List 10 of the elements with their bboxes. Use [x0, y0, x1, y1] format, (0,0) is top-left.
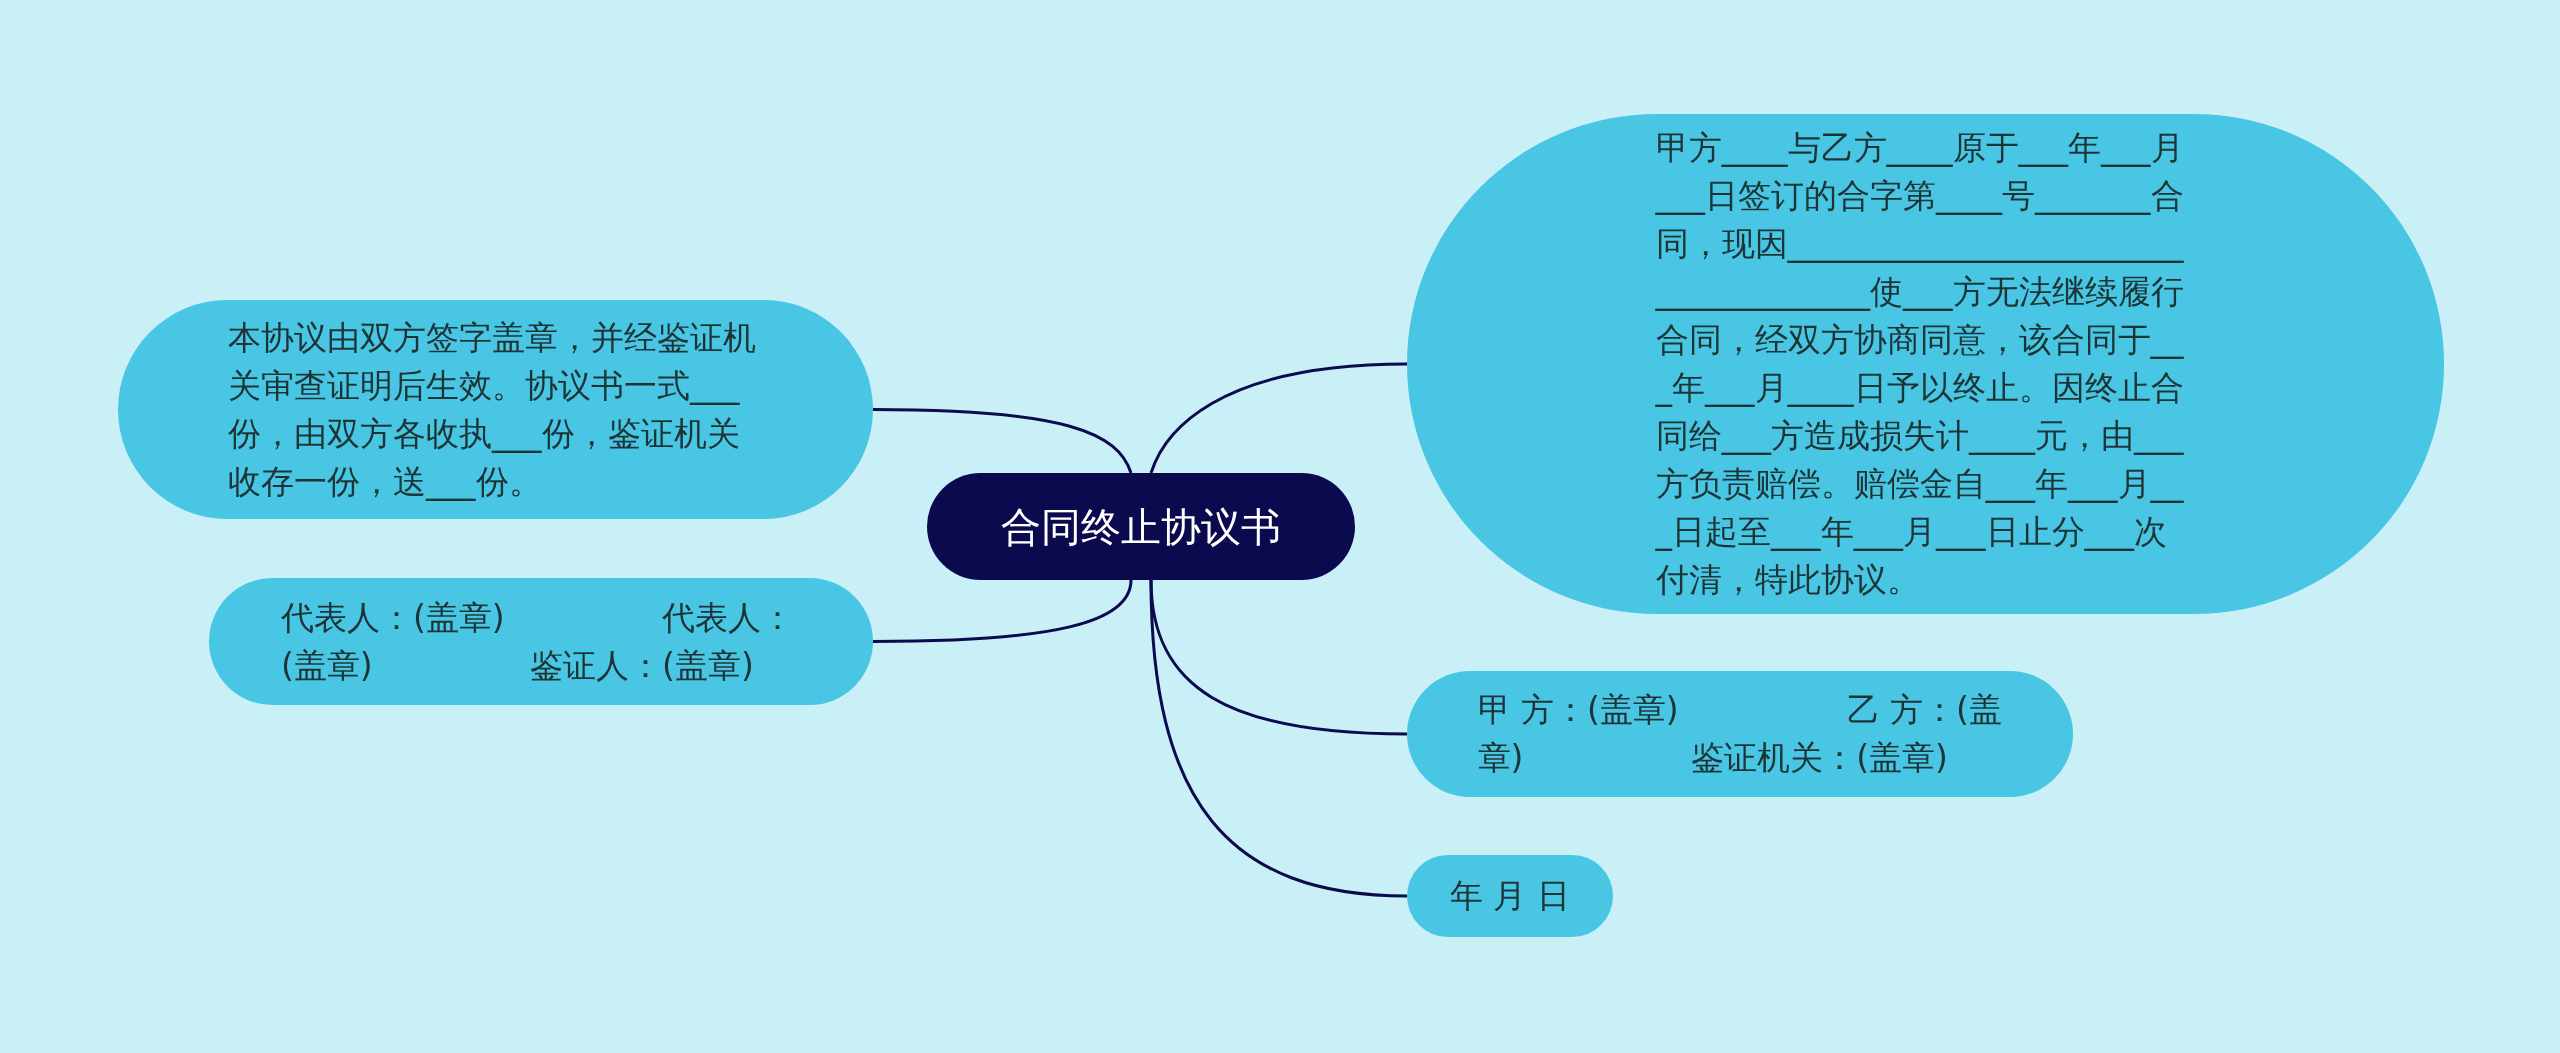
branch-line: [873, 579, 1133, 643]
topic-text: 本协议由双方签字盖章，并经鉴证机关审查证明后生效。协议书一式___份，由双方各收执___份，鉴证机关收存一份，送___份。: [228, 316, 757, 503]
branch-line: [1149, 579, 1408, 898]
branch-line: [1149, 362, 1408, 474]
topic-text: 甲方____与乙方____原于___年___月___日签订的合字第____号_______合同，现因_____________________________________使___方无法继续履行合同，经双方协商同意，该合同于___年___月____日予以终止。因终止合同给___方造成损失计____元，由___方负责赔偿。赔偿金自___年___月___日起至___年___月___日止分___次付清，特此协议。: [1655, 127, 2185, 601]
topic-text: 甲 方：(盖章) 乙 方：(盖章) 鉴证机关：(盖章): [1477, 689, 2003, 779]
topic-title: 合同终止协议书: [1000, 502, 1282, 551]
branch-line: [873, 408, 1133, 474]
topic-text: 年 月 日: [1449, 875, 1571, 917]
topic-text: 代表人：(盖章) 代表人：(盖章) 鉴证人：(盖章): [281, 596, 796, 687]
